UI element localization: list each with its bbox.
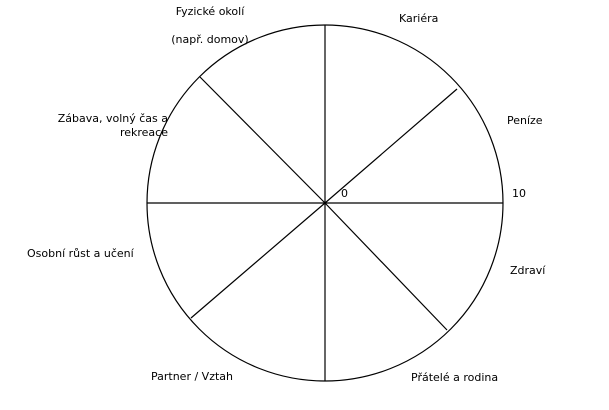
section-label-zabava: Zábava, volný čas a [57,112,168,125]
scale-center-label: 0 [341,187,348,200]
section-label-pratele-a-rodina: Přátelé a rodina [411,371,499,384]
spoke-lower-right [324,202,448,331]
section-label-zabava-cont: rekreace [119,126,168,139]
spoke-upper-right [324,88,458,204]
section-label-fyzicke-okoli-note: (např. domov) [171,33,249,46]
section-label-osobni-rust: Osobní růst a učení [27,247,134,260]
spoke-upper-left [199,76,326,204]
scale-max-label: 10 [512,187,526,200]
spoke-lower-left [190,202,326,319]
section-label-kariera: Kariéra [399,12,439,25]
section-label-zdravi: Zdraví [510,264,546,277]
section-label-penize: Peníze [507,114,543,127]
section-label-fyzicke-okoli: Fyzické okolí [175,5,245,18]
section-label-partner-vztah: Partner / Vztah [151,370,234,383]
